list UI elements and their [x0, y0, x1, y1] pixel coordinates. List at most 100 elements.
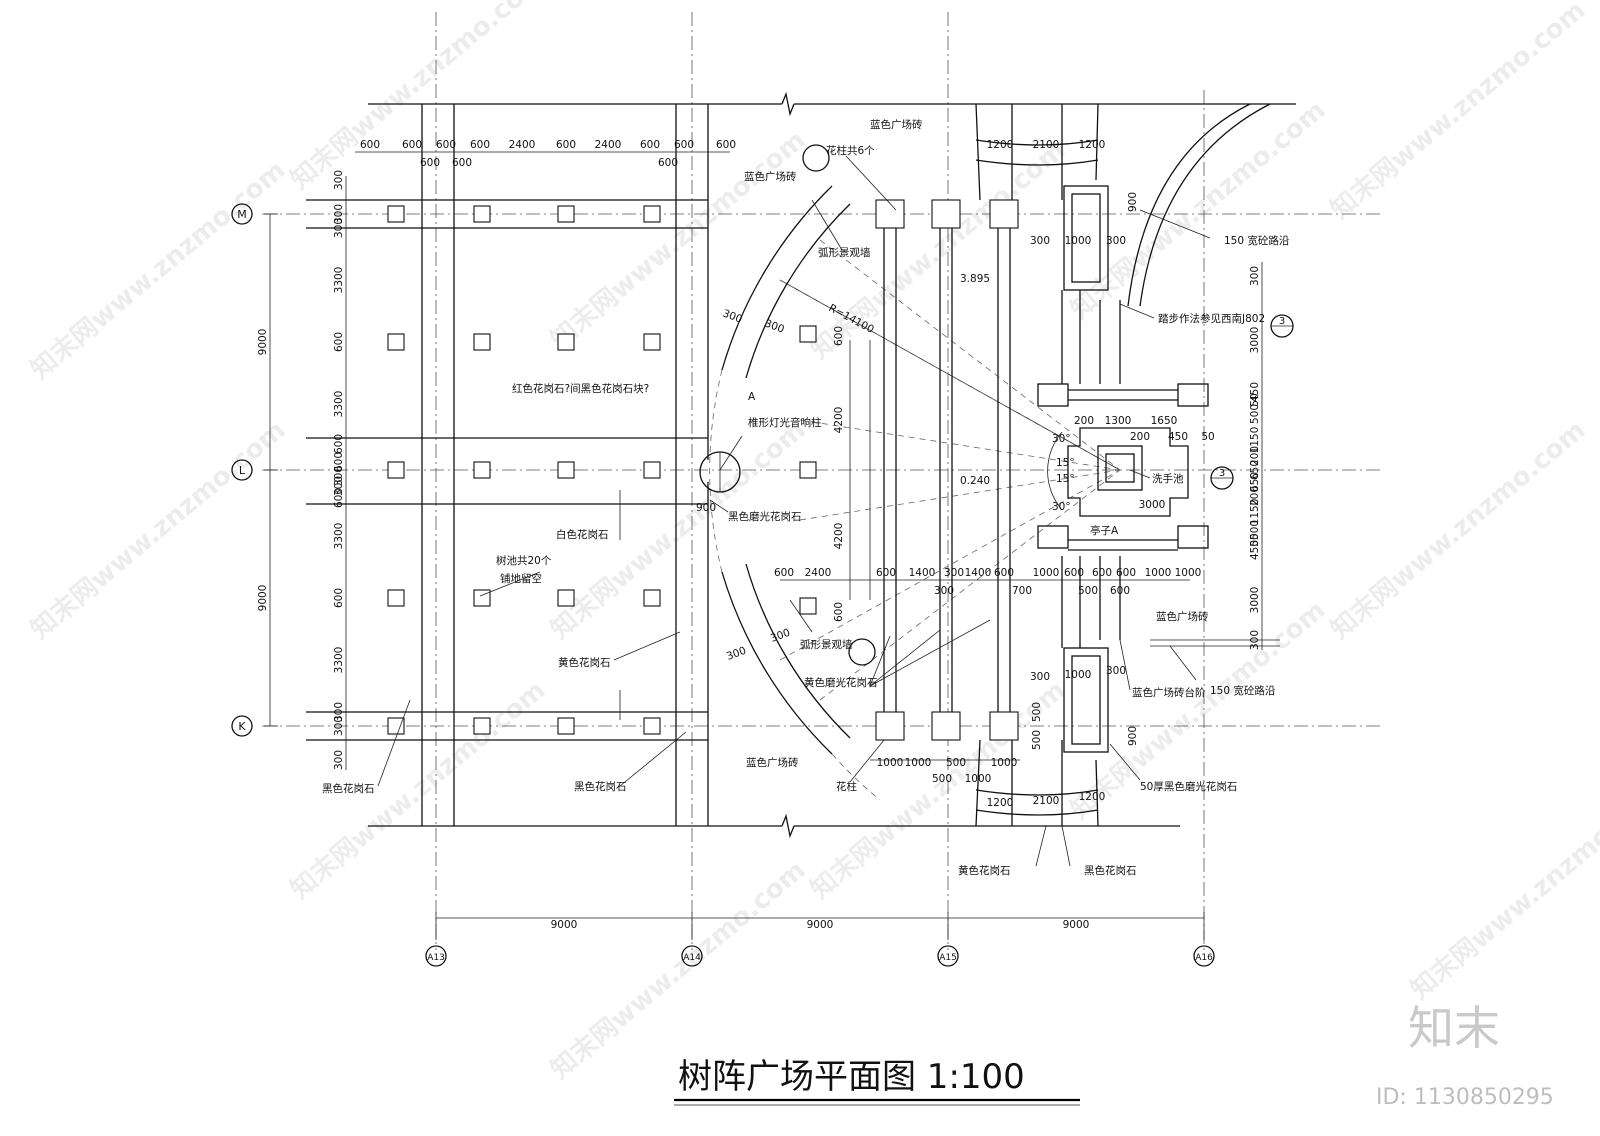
label-tree-pits: 树池共20个	[496, 554, 552, 567]
material-labels: 蓝色广场砖 花柱共6个 蓝色广场砖 弧形景观墙 红色花岗石?间黑色花岗石块? 椎…	[322, 118, 1289, 877]
pavilion: 200 1300 1650 200 450 50 3000 30° 15° 15…	[1037, 383, 1215, 551]
dim: 500	[1078, 585, 1098, 597]
row-markers: M L K 9000 9000	[231, 203, 278, 737]
dim: 600	[333, 452, 345, 472]
dim: 300	[333, 204, 345, 224]
dim: 3300	[333, 391, 345, 418]
dim: 2400	[509, 139, 536, 151]
tree-pit	[643, 717, 661, 735]
right-dimensions: 3003000450505001150200650650200115050050…	[1249, 262, 1263, 650]
tree-pit	[557, 461, 575, 479]
dim: 50	[1249, 393, 1261, 406]
dim: 600	[833, 326, 845, 346]
tree-pit	[387, 717, 405, 735]
dim: 2100	[1033, 795, 1060, 807]
plaza-left	[306, 91, 1296, 839]
brand-id: ID: 1130850295	[1376, 1085, 1554, 1110]
dim: 3000	[1249, 587, 1261, 614]
watermark-text: 知末网www.znzmo.com	[545, 855, 811, 1085]
dim: 600	[774, 567, 794, 579]
flower-posts: 4200 4200 600 600 900	[696, 199, 1019, 741]
label-yellow-granite-bottom: 黄色花岗石	[958, 864, 1011, 877]
watermark-text: 知末网www.znzmo.com	[1325, 0, 1591, 225]
axis-label: A15	[939, 953, 957, 963]
axis-bubble-m: M	[231, 203, 253, 225]
dim: 1000	[1065, 235, 1092, 247]
dim: 1400	[909, 567, 936, 579]
dim: 300	[721, 308, 744, 326]
axis-bubble-a14: A14	[681, 945, 703, 967]
dim: 600	[876, 567, 896, 579]
dim: 600	[994, 567, 1014, 579]
dim: 700	[1012, 585, 1032, 597]
dim: 300	[1030, 671, 1050, 683]
drawing-title: 树阵广场平面图 1:100	[678, 1057, 1025, 1097]
dim: 300	[333, 716, 345, 736]
dim: 4200	[833, 407, 845, 434]
dim: 50	[1201, 431, 1214, 443]
span-dim: 9000	[1063, 919, 1090, 931]
dim: 600	[402, 139, 422, 151]
area-label: A	[748, 391, 756, 403]
dim: 600	[1092, 567, 1112, 579]
dim: 300	[1030, 235, 1050, 247]
span-dim: 9000	[551, 919, 578, 931]
dim: 1300	[1105, 415, 1132, 427]
dim: 600	[452, 157, 472, 169]
dim: 600	[716, 139, 736, 151]
tree-pit	[643, 461, 661, 479]
dim: 500	[1031, 730, 1043, 750]
tree-pit	[387, 333, 405, 351]
label-flower-post: 花柱	[836, 780, 857, 793]
axis-bubble-a15: A15	[937, 945, 959, 967]
level-mark: 3.895	[960, 273, 990, 285]
dim: 3000	[1249, 327, 1261, 354]
tree-pit	[387, 205, 405, 223]
dim: 2400	[595, 139, 622, 151]
label-blue-brick-right: 蓝色广场砖	[1156, 610, 1209, 623]
dim: 300	[769, 627, 792, 645]
dim: 1000	[877, 757, 904, 769]
label-black-granite-left: 黑色花岗石	[322, 782, 375, 795]
dim: 650	[1249, 460, 1261, 480]
dim: 300	[725, 645, 748, 663]
dim: 900	[1127, 192, 1139, 212]
tree-pit	[557, 333, 575, 351]
dim: 1000	[1033, 567, 1060, 579]
dim: 200	[1130, 431, 1150, 443]
label-white-granite: 白色花岗石	[556, 528, 609, 541]
axis-label: A14	[683, 953, 701, 963]
dim: 300	[763, 318, 786, 336]
tree-pit	[387, 461, 405, 479]
dim: 600	[470, 139, 490, 151]
watermark-text: 知末网www.znzmo.com	[1065, 95, 1331, 325]
dim: 3300	[333, 647, 345, 674]
label-curb-bottom: 150 宽砼路沿	[1210, 684, 1275, 697]
dim: 200	[1249, 486, 1261, 506]
dim: 1200	[987, 797, 1014, 809]
dim: 600	[640, 139, 660, 151]
dim: 900	[1127, 726, 1139, 746]
tree-pits	[387, 205, 661, 735]
dim: 1000	[1065, 669, 1092, 681]
label-arc-wall-top: 弧形景观墙	[818, 246, 871, 259]
label-curb-top: 150 宽砼路沿	[1224, 234, 1289, 247]
tree-pit	[643, 205, 661, 223]
angle: 15°	[1056, 457, 1075, 469]
dim: 500	[1031, 702, 1043, 722]
dim: 450	[1249, 540, 1261, 560]
dim: 200	[1074, 415, 1094, 427]
dim: 600	[420, 157, 440, 169]
detail-ref: 3	[1279, 316, 1285, 327]
dim: 3300	[333, 267, 345, 294]
dim: 300	[333, 218, 345, 238]
dim: 300	[944, 567, 964, 579]
dim: 600	[436, 139, 456, 151]
dim: 600	[333, 588, 345, 608]
angle: 30°	[1052, 433, 1071, 445]
label-yellow-granite: 黄色花岗石	[558, 656, 611, 669]
tree-pit	[473, 589, 491, 607]
axis-bubble-a16: A16	[1193, 945, 1215, 967]
dim: 200	[1249, 446, 1261, 466]
